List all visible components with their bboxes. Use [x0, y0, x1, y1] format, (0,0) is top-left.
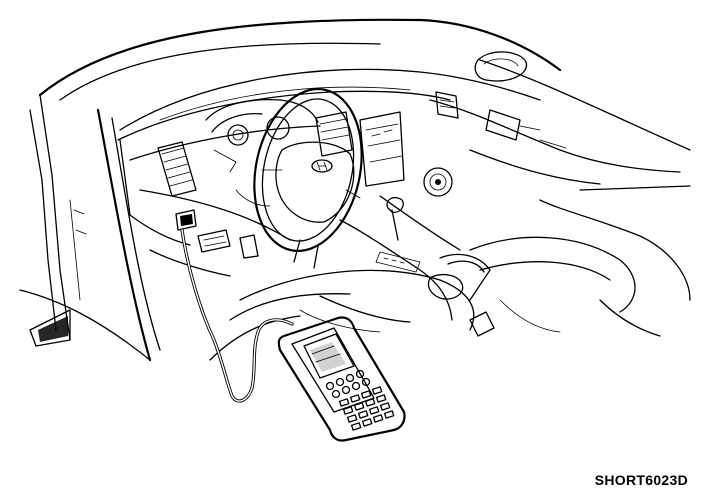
scan-tool-cable	[180, 228, 294, 403]
diagnostic-scan-tool-icon	[277, 316, 406, 442]
passenger-seat	[469, 185, 691, 337]
scan-tool-keypad	[338, 386, 395, 431]
scan-tool-buttons	[325, 369, 371, 399]
center-console	[339, 195, 491, 321]
door-frame	[19, 18, 562, 362]
data-link-connector	[175, 209, 197, 231]
side-mirror	[474, 51, 528, 82]
hyundai-emblem-icon	[311, 159, 333, 173]
driver-seat	[209, 269, 475, 361]
windshield	[119, 68, 541, 131]
figure-code: SHORT6023D	[594, 472, 688, 488]
footwell	[149, 189, 271, 277]
steering-wheel	[253, 87, 363, 269]
dashboard	[117, 59, 691, 246]
